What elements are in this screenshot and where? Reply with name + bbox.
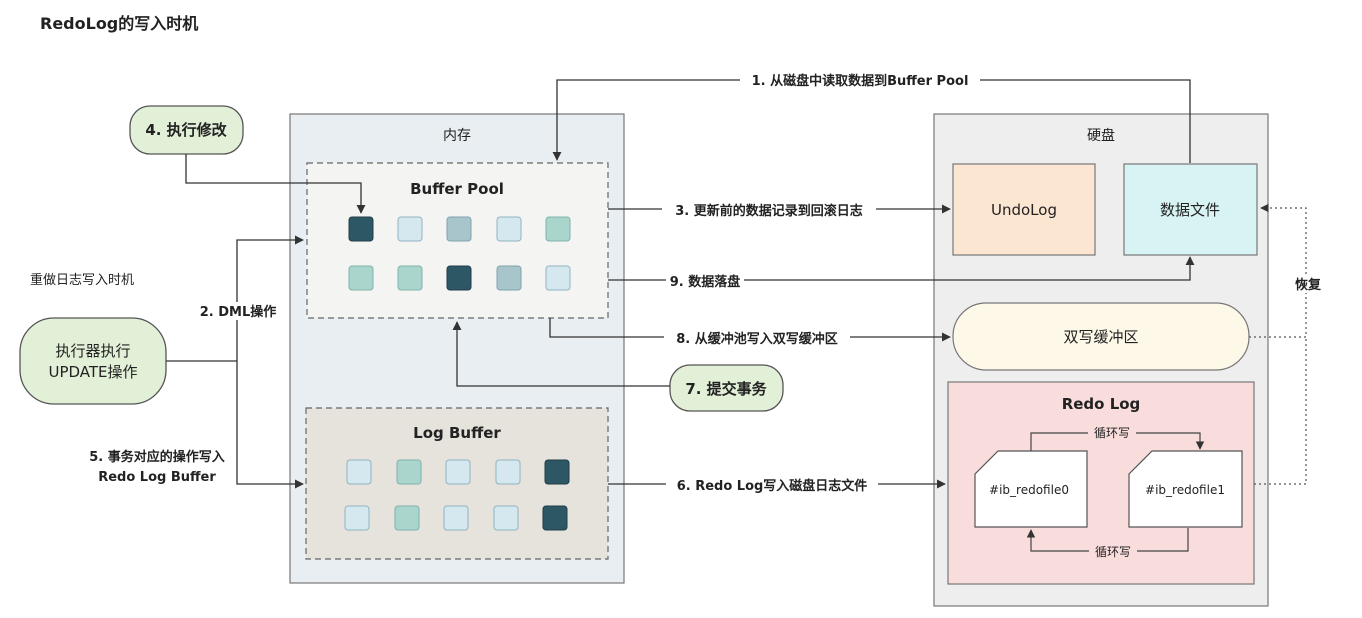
log-block (445, 459, 471, 485)
log-block (346, 459, 372, 485)
page-block (446, 265, 472, 291)
log-buffer-label: Log Buffer (413, 424, 501, 442)
log-block (542, 505, 568, 531)
step9-arrow (608, 256, 1195, 281)
page-block (446, 216, 472, 242)
step6-label-bg (666, 476, 878, 494)
undolog-box (952, 163, 1096, 256)
step5-label-line1: 5. 事务对应的操作写入 (89, 449, 225, 465)
page-block (545, 216, 571, 242)
log-block (394, 505, 420, 531)
doublewrite-label: 双写缓冲区 (1063, 328, 1138, 346)
redo-log-label: Redo Log (1062, 395, 1141, 413)
step9-label: 9. 数据落盘 (670, 274, 741, 290)
step3-label: 3. 更新前的数据记录到回滚日志 (675, 203, 863, 219)
page-block (496, 216, 522, 242)
step7-arrow (452, 321, 670, 387)
recover-doublewrite-line (1249, 203, 1307, 338)
page-block (348, 216, 374, 242)
executor-line1: 执行器执行 (55, 342, 130, 360)
executor-node (19, 317, 167, 405)
log-block (396, 459, 422, 485)
step5-arrow (236, 361, 304, 489)
cycle-bottom-label: 循环写 (1095, 545, 1131, 559)
memory-label: 内存 (443, 128, 471, 144)
step9-label-bg (666, 272, 744, 290)
step8-label: 8. 从缓冲池写入双写缓冲区 (676, 331, 838, 347)
disk-label: 硬盘 (1087, 127, 1115, 144)
log-block (495, 459, 521, 485)
step3-label-bg (662, 201, 876, 219)
step6-label: 6. Redo Log写入磁盘日志文件 (677, 478, 868, 494)
page-block (496, 265, 522, 291)
side-note: 重做日志写入时机 (30, 272, 134, 288)
step8-label-bg (664, 329, 850, 347)
step2-label: 2. DML操作 (200, 304, 277, 320)
redofile1-label: #ib_redofile1 (1145, 483, 1225, 497)
step4-arrow (185, 154, 366, 214)
redofile0-label: #ib_redofile0 (989, 483, 1069, 497)
log-block (544, 459, 570, 485)
step5-label-line2: Redo Log Buffer (98, 470, 216, 485)
executor-line2: UPDATE操作 (48, 363, 137, 381)
log-block (344, 505, 370, 531)
log-block (493, 505, 519, 531)
page-block (348, 265, 374, 291)
recover-label: 恢复 (1295, 277, 1322, 293)
page-block (397, 216, 423, 242)
redofile0-shape (974, 450, 1088, 528)
data-file-box (1123, 163, 1258, 256)
redofile1-shape (1128, 450, 1243, 528)
recover-label-bg (1290, 275, 1326, 293)
data-file-label: 数据文件 (1160, 201, 1220, 219)
step7-node (669, 364, 784, 412)
page-title: RedoLog的写入时机 (40, 14, 198, 33)
step2-arrow (236, 235, 304, 361)
step7-label: 7. 提交事务 (685, 380, 767, 398)
step1-label-bg (740, 71, 980, 89)
recover-redo-line (1254, 337, 1307, 485)
step2-label-bg (198, 302, 278, 320)
buffer-pool-pages (348, 216, 571, 291)
cycle-bottom-bg (1089, 543, 1137, 559)
undolog-label: UndoLog (991, 201, 1057, 219)
cycle-top-bg (1088, 425, 1136, 441)
cycle-top-label: 循环写 (1094, 426, 1130, 440)
step1-label: 1. 从磁盘中读取数据到Buffer Pool (752, 73, 969, 89)
page-block (397, 265, 423, 291)
buffer-pool-label: Buffer Pool (410, 180, 504, 198)
page-block (545, 265, 571, 291)
log-block (443, 505, 469, 531)
step4-label: 4. 执行修改 (145, 121, 227, 139)
log-buffer-entries (344, 459, 570, 531)
step5-label-bg (80, 448, 236, 484)
